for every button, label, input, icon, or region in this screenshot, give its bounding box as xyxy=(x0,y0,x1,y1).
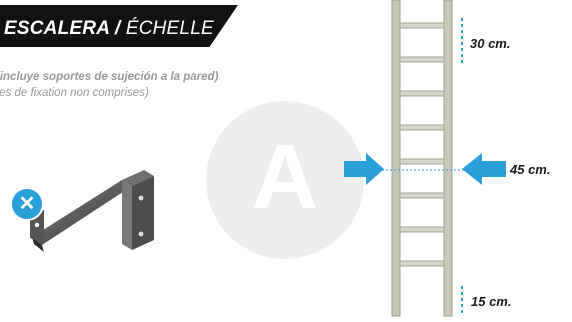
section-badge: A xyxy=(206,101,364,259)
note-spanish: (incluye soportes de sujeción a la pared… xyxy=(0,71,219,83)
title-separator: / xyxy=(109,18,126,39)
x-icon: ✕ xyxy=(10,187,44,221)
ladder-illustration xyxy=(391,0,453,317)
dimension-bottom-marker xyxy=(461,286,463,316)
page-title: ESCALERA / ÉCHELLE xyxy=(4,18,214,40)
dimension-top-marker xyxy=(461,18,463,64)
measurement-middle: 45 cm. xyxy=(510,162,551,177)
title-banner: ESCALERA / ÉCHELLE xyxy=(0,5,238,47)
title-french: ÉCHELLE xyxy=(125,18,214,39)
section-letter: A xyxy=(251,126,319,228)
arrow-left-icon xyxy=(462,153,506,185)
height-guide-line xyxy=(382,169,478,171)
note-french: tes de fixation non comprises) xyxy=(0,87,149,99)
measurement-bottom: 15 cm. xyxy=(471,294,512,309)
measurement-top: 30 cm. xyxy=(470,36,511,51)
arrow-right-icon xyxy=(344,153,384,185)
wall-bracket-icon xyxy=(30,170,154,252)
title-spanish: ESCALERA xyxy=(4,18,110,39)
